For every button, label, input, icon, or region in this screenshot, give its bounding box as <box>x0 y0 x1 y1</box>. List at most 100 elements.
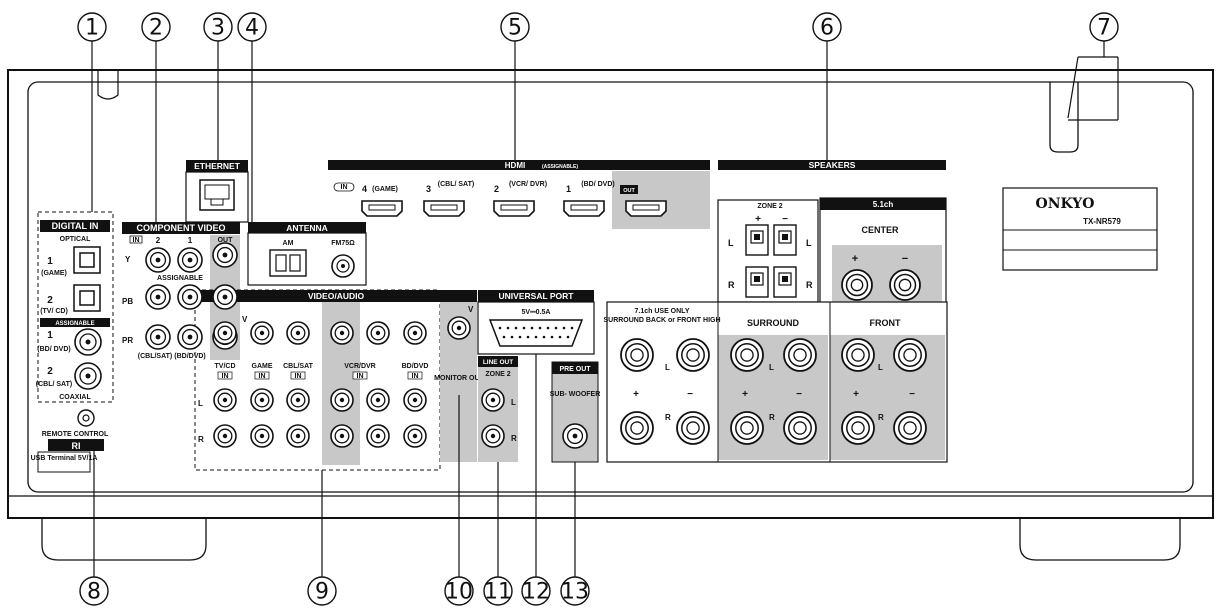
hdmi-in-port[interactable] <box>493 200 535 217</box>
hdmi-in-port[interactable] <box>563 200 605 217</box>
audio-r-input-jack[interactable] <box>250 424 274 448</box>
audio-l-input-jack[interactable] <box>403 388 427 412</box>
speaker-post[interactable] <box>676 338 710 372</box>
input-in-tag: IN <box>295 373 302 380</box>
speaker-post[interactable] <box>620 411 654 445</box>
input-in-tag: IN <box>259 373 266 380</box>
video-audio-input-label: VCR/DVR <box>344 363 376 370</box>
hdmi-section: HDMI (ASSIGNABLE) IN 4 (GAME) 3 (CBL/ SA… <box>328 160 710 229</box>
speaker-post[interactable] <box>730 338 764 372</box>
video-input-jack[interactable] <box>403 321 427 345</box>
hdmi-port-4-num: 4 <box>362 184 367 194</box>
monitor-out-label: MONITOR OUT <box>434 375 484 382</box>
zone2-speaker-terminal[interactable] <box>745 266 769 298</box>
component-bd-label: (BD/DVD) <box>174 353 206 360</box>
input-in-tag: IN <box>412 373 419 380</box>
video-input-jack[interactable] <box>213 321 237 345</box>
hdmi-out-port[interactable] <box>625 200 667 217</box>
svg-text:2: 2 <box>149 16 163 41</box>
speaker-post[interactable] <box>893 338 927 372</box>
speaker-post[interactable] <box>841 338 875 372</box>
video-audio-title: VIDEO/AUDIO <box>308 291 365 301</box>
component-video-title: COMPONENT VIDEO <box>136 223 225 233</box>
line-out-l-label: L <box>511 398 516 407</box>
callout-leaders-top <box>91 41 1119 222</box>
component-video-jack[interactable] <box>145 284 171 310</box>
video-input-jack[interactable] <box>286 321 310 345</box>
component-video-jack[interactable] <box>145 247 171 273</box>
line-out-r-jack[interactable] <box>481 424 505 448</box>
svg-text:8: 8 <box>87 580 101 605</box>
hdmi-port-1-label: (BD/ DVD) <box>581 181 614 188</box>
component-pr-label: PR <box>122 336 133 345</box>
input-in-tag: IN <box>222 373 229 380</box>
component-video-jack[interactable] <box>177 284 203 310</box>
speaker-post[interactable] <box>730 411 764 445</box>
zone2-r-right: R <box>806 280 813 290</box>
line-out-l-jack[interactable] <box>481 388 505 412</box>
speaker-post[interactable] <box>841 411 875 445</box>
callout-13: 13 <box>560 576 590 606</box>
front-plus: + <box>853 389 859 400</box>
speaker-post[interactable] <box>783 338 817 372</box>
zone2-r: R <box>728 280 735 290</box>
component-in2-label: 2 <box>156 236 161 245</box>
hdmi-port-4-label: (GAME) <box>372 186 398 193</box>
audio-r-input-jack[interactable] <box>403 424 427 448</box>
coaxial-label: COAXIAL <box>59 394 91 401</box>
zone2-speaker-terminal[interactable] <box>745 224 769 256</box>
coax-1-label: (BD/ DVD) <box>37 346 70 353</box>
audio-r-input-jack[interactable] <box>330 424 354 448</box>
center-speaker-post[interactable] <box>841 269 873 301</box>
brand-label: ONKYO TX-NR579 <box>1002 187 1158 271</box>
hdmi-in-port[interactable] <box>423 200 465 217</box>
center-plus: + <box>852 253 858 265</box>
audio-l-input-jack[interactable] <box>250 388 274 412</box>
hdmi-title: HDMI <box>505 161 525 170</box>
video-input-jack[interactable] <box>366 321 390 345</box>
ethernet-title: ETHERNET <box>194 161 241 171</box>
svg-text:13: 13 <box>561 580 589 605</box>
hdmi-subtitle: (ASSIGNABLE) <box>542 164 578 170</box>
video-audio-input-label: BD/DVD <box>402 363 429 370</box>
component-video-jack[interactable] <box>177 324 203 350</box>
audio-r-input-jack[interactable] <box>213 424 237 448</box>
audio-r-input-jack[interactable] <box>366 424 390 448</box>
remote-control-jack[interactable] <box>77 409 95 427</box>
video-input-jack[interactable] <box>330 321 354 345</box>
surround-label: SURROUND <box>747 318 800 328</box>
audio-l-input-jack[interactable] <box>286 388 310 412</box>
video-audio-input-label: GAME <box>252 363 273 370</box>
zone2-speaker-terminal[interactable] <box>773 266 797 298</box>
audio-l-input-jack[interactable] <box>330 388 354 412</box>
component-video-jack[interactable] <box>145 324 171 350</box>
monitor-out-jack[interactable] <box>447 316 471 340</box>
component-video-jack[interactable] <box>212 242 238 268</box>
line-out-zone-label: ZONE 2 <box>485 371 510 378</box>
hdmi-port-1-num: 1 <box>566 184 571 194</box>
component-video-jack[interactable] <box>212 284 238 310</box>
universal-port-connector[interactable] <box>488 319 584 347</box>
optical-port-2[interactable] <box>73 284 101 312</box>
audio-l-input-jack[interactable] <box>213 388 237 412</box>
optical-port-1[interactable] <box>73 246 101 274</box>
sur-r: R <box>769 413 775 422</box>
am-antenna-terminal[interactable] <box>269 249 307 277</box>
speaker-post[interactable] <box>676 411 710 445</box>
subwoofer-jack[interactable] <box>562 423 588 449</box>
center-speaker-post[interactable] <box>889 269 921 301</box>
zone2-l: L <box>728 238 734 248</box>
audio-r-input-jack[interactable] <box>286 424 310 448</box>
speaker-post[interactable] <box>893 411 927 445</box>
hdmi-in-port[interactable] <box>361 200 403 217</box>
video-input-jack[interactable] <box>250 321 274 345</box>
speaker-post[interactable] <box>783 411 817 445</box>
audio-l-input-jack[interactable] <box>366 388 390 412</box>
hdmi-out-tag: OUT <box>623 188 635 194</box>
zone2-speaker-terminal[interactable] <box>773 224 797 256</box>
optical-2-label: (TV/ CD) <box>40 308 68 315</box>
speaker-post[interactable] <box>620 338 654 372</box>
component-video-jack[interactable] <box>177 247 203 273</box>
speaker-posts <box>620 224 927 445</box>
svg-text:7: 7 <box>1097 16 1111 41</box>
